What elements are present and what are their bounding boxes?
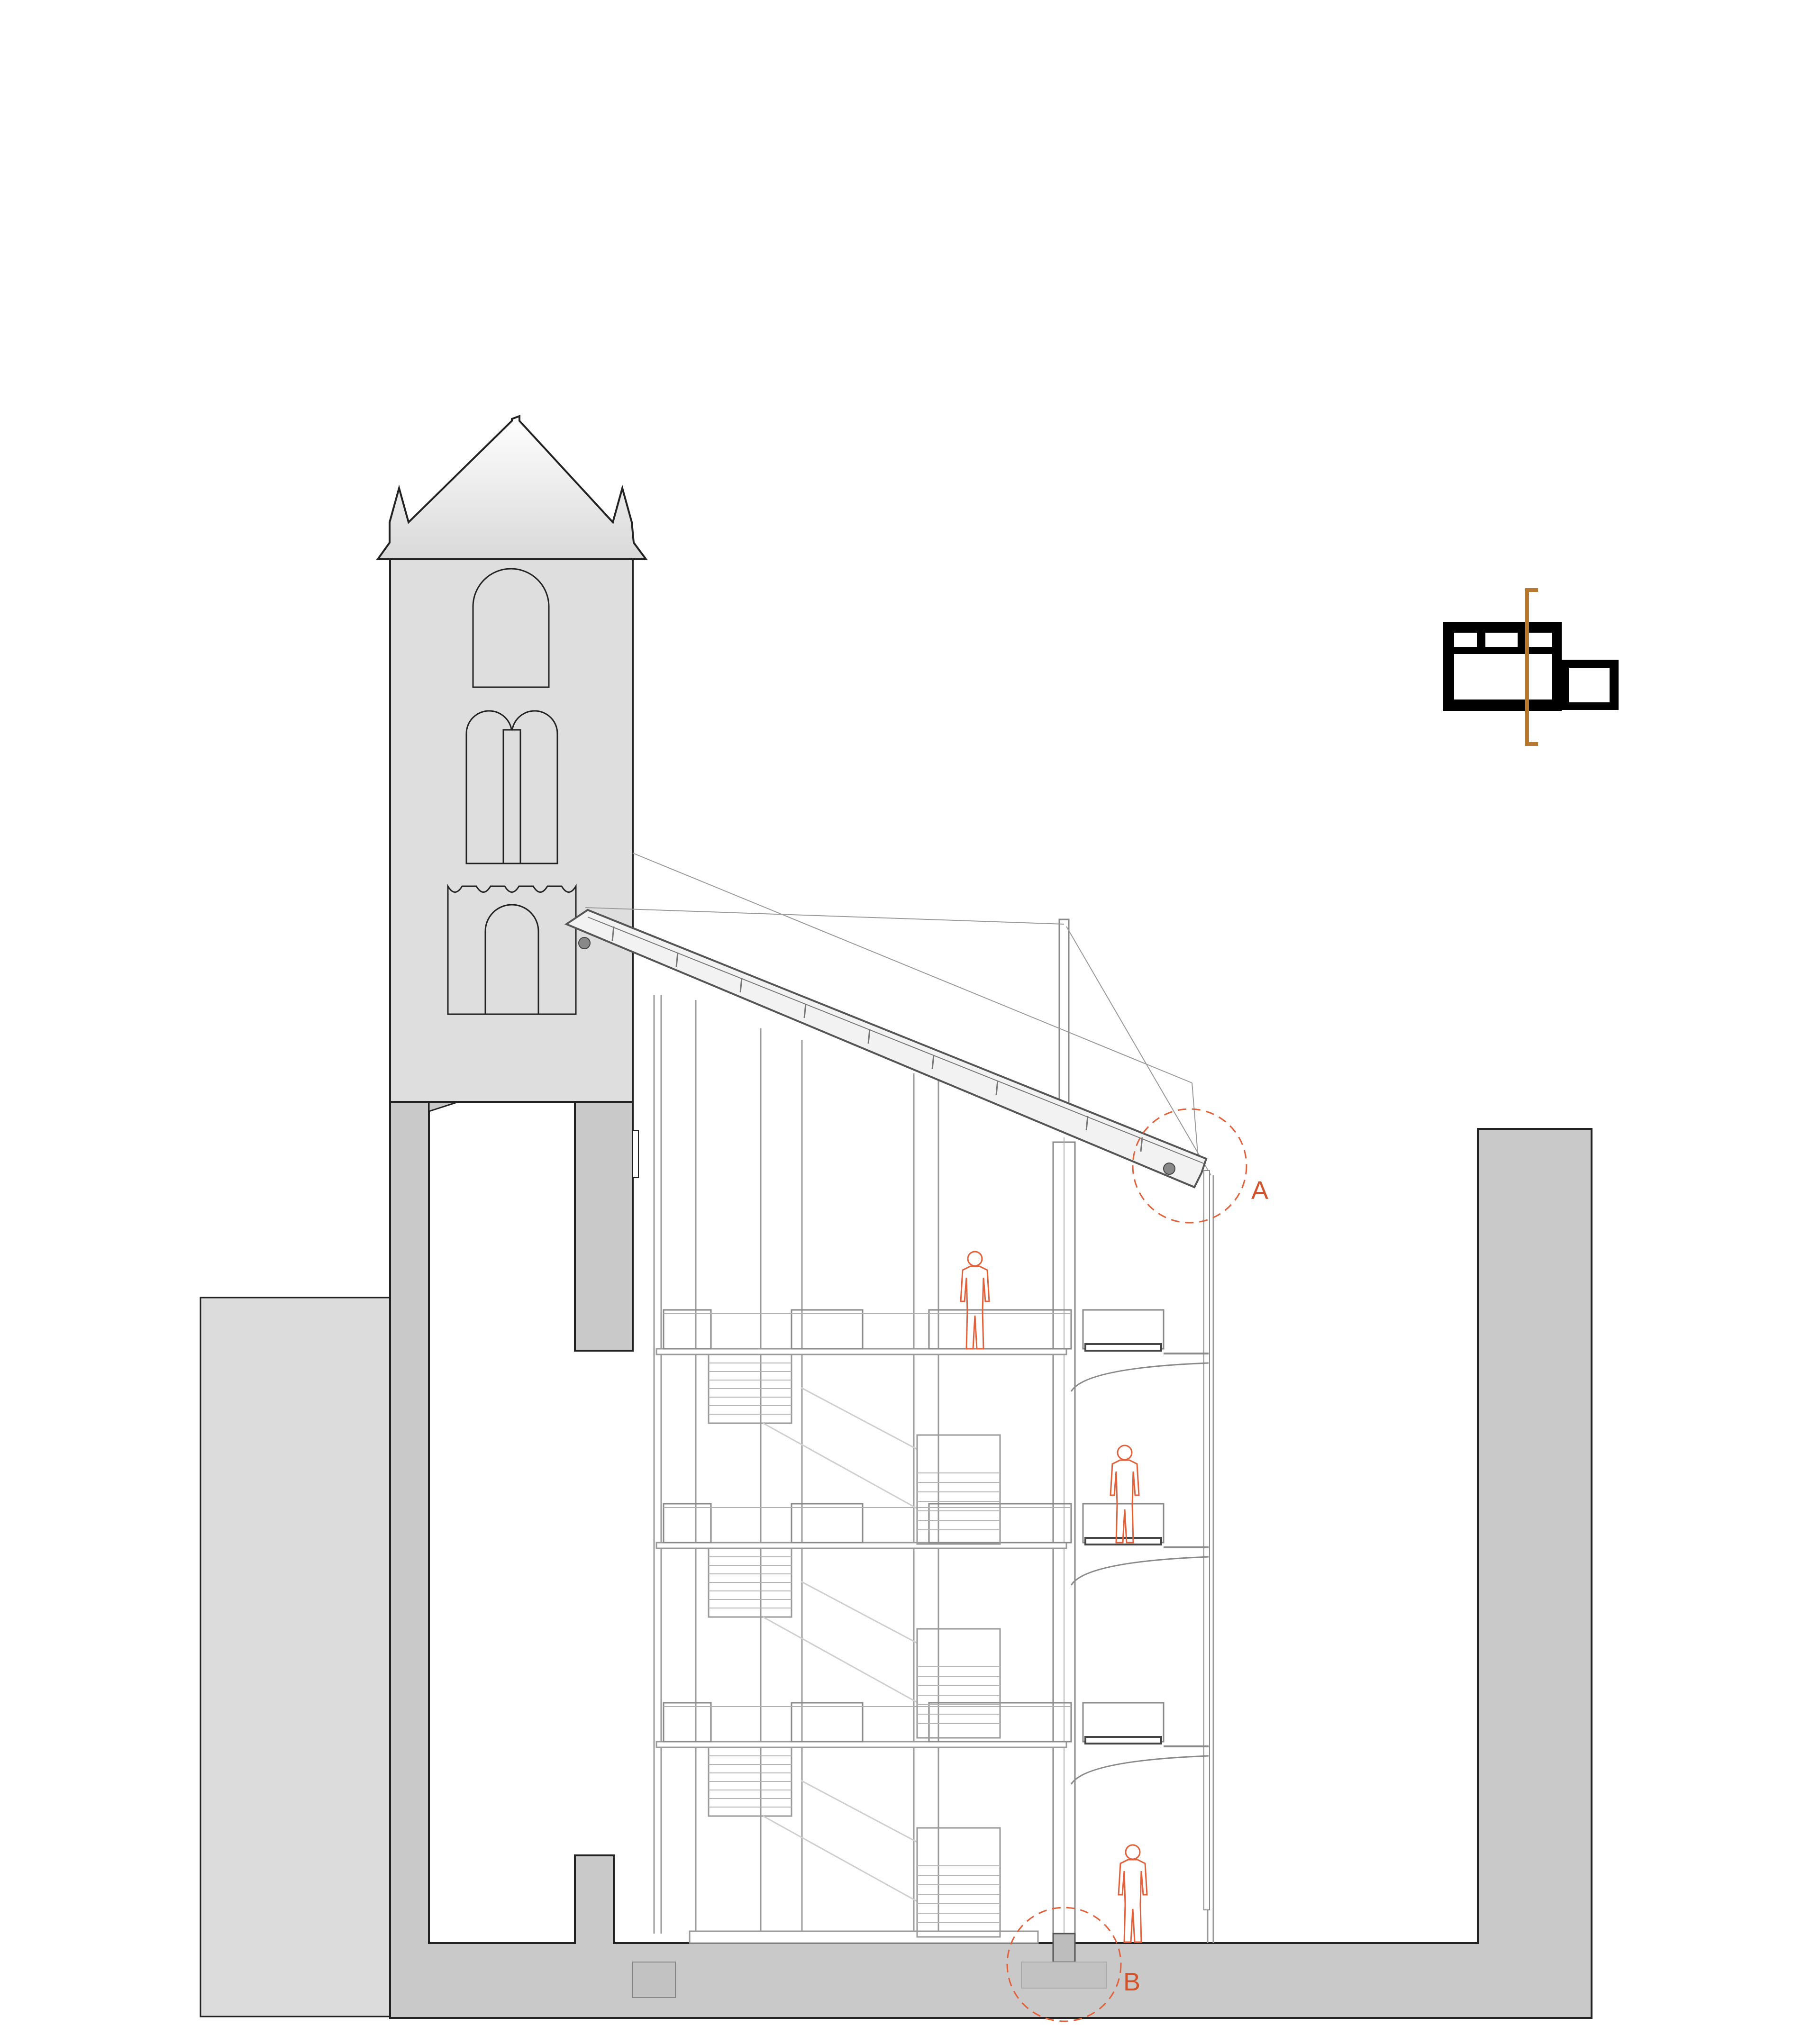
roof-mast <box>1058 918 1070 1129</box>
stair-flight-2 <box>708 1547 1001 1739</box>
stair-flight-1 <box>708 1746 1001 1938</box>
scale-figure-top <box>960 1251 990 1350</box>
stair-flight-3 <box>708 1354 1001 1545</box>
steel-structure <box>564 853 1214 1998</box>
tower-lower-wall <box>574 1063 634 1352</box>
tower-roof <box>376 415 648 560</box>
detail-b-circle <box>1006 1907 1122 2022</box>
detail-b-label: B <box>1123 1968 1140 1996</box>
inclined-roof-truss <box>564 909 1208 1189</box>
detail-a-circle <box>1132 1108 1247 1224</box>
site-section-wall <box>389 1101 1592 2019</box>
scale-figure-ground <box>1118 1844 1148 1943</box>
bell-tower <box>376 415 648 1178</box>
floor-level-1 <box>655 1702 1210 1785</box>
tower-window-top <box>472 568 550 688</box>
scale-figure-middle <box>1110 1445 1140 1544</box>
key-plan-section-line <box>1525 588 1538 746</box>
key-plan <box>1443 588 1619 746</box>
detail-a-label: A <box>1251 1176 1268 1205</box>
tower-window-bottom <box>484 904 539 1015</box>
facade-glazing <box>1203 1170 1210 1910</box>
neighbor-building <box>200 1297 392 2017</box>
floor-level-3 <box>655 1309 1210 1392</box>
